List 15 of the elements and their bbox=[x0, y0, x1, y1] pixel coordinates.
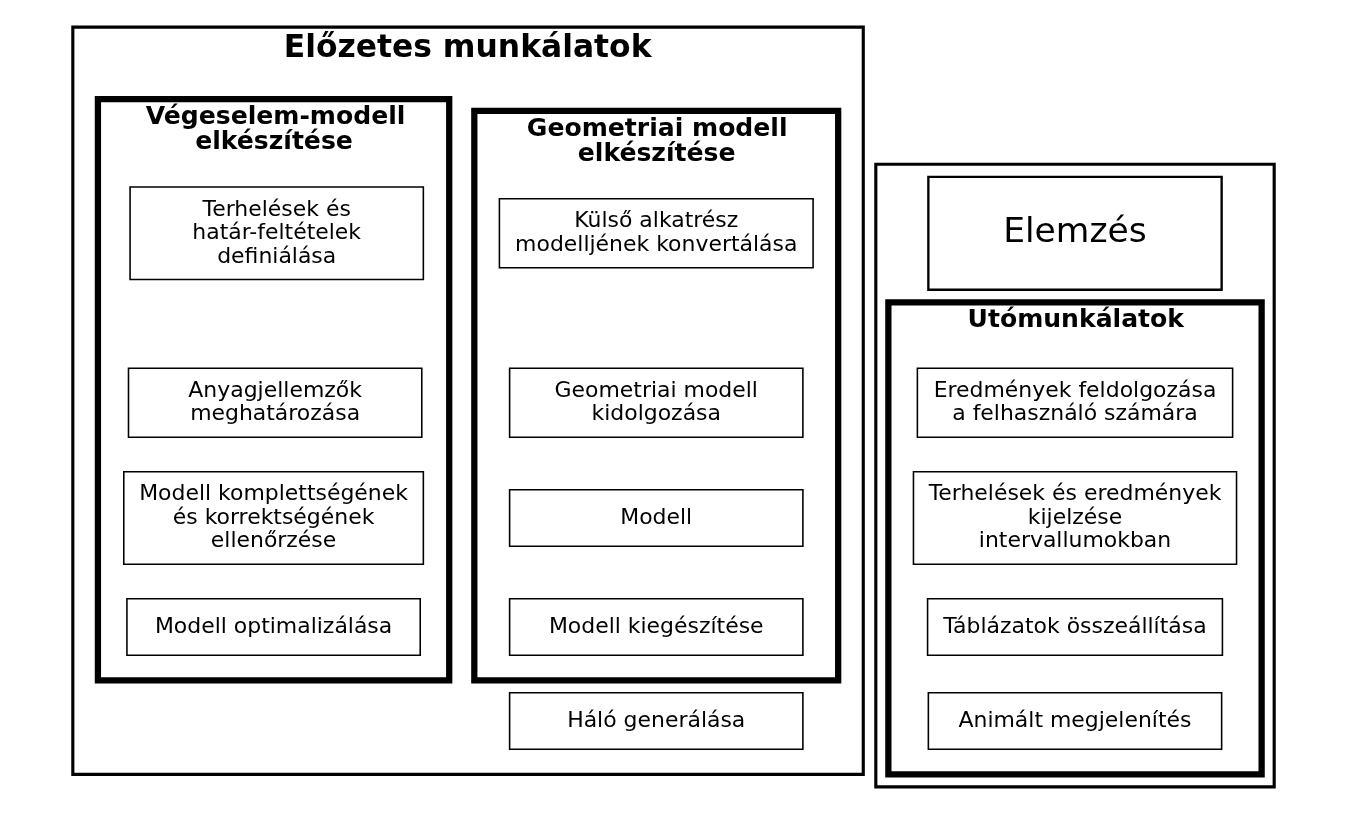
cluster bbox=[874, 162, 1276, 789]
node-box: Anyagjellemzők meghatározása bbox=[127, 367, 423, 438]
node-box: Terhelések és határ-feltételek definiálása bbox=[129, 186, 425, 281]
node-box: Háló generálása bbox=[508, 692, 804, 751]
node-box: Modell komplettségének és korrektségének ellenőrzése bbox=[123, 470, 425, 565]
node-box: Terhelések és eredmények kijelzése intervallumokban bbox=[912, 470, 1238, 565]
node-box: Animált megjelenítés bbox=[927, 692, 1223, 751]
node-box: Eredmények feldolgozása a felhasználó számára bbox=[916, 367, 1234, 438]
node-box: Modell kiegészítése bbox=[508, 597, 804, 656]
node-box: Táblázatok összeállítása bbox=[926, 597, 1224, 656]
node-box: Geometriai modell kidolgozása bbox=[508, 367, 804, 438]
node-box: Elemzés bbox=[927, 175, 1223, 291]
node-box: Modell bbox=[508, 488, 804, 547]
node-box: Modell optimalizálása bbox=[126, 597, 421, 656]
node-box: Külső alkatrész modelljének konvertálása bbox=[498, 198, 814, 269]
